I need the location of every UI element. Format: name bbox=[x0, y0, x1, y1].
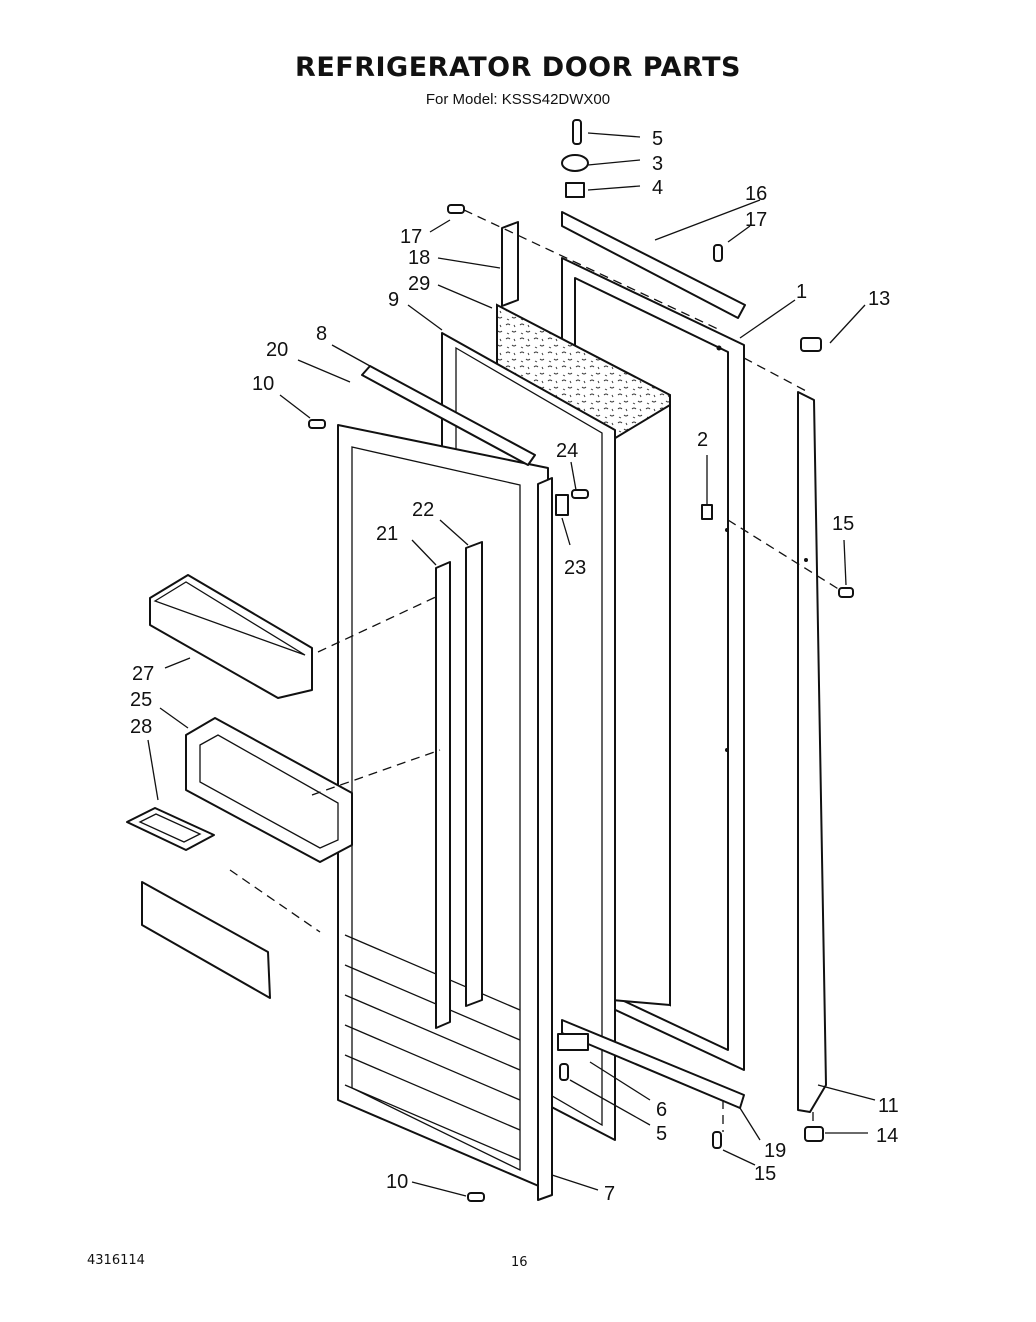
callout-5-top: 5 bbox=[652, 128, 663, 150]
callout-18: 18 bbox=[408, 247, 430, 269]
callout-24: 24 bbox=[556, 440, 578, 462]
callout-22: 22 bbox=[412, 499, 434, 521]
callout-7: 7 bbox=[604, 1183, 615, 1205]
top-bracket-bar-part bbox=[561, 211, 746, 319]
callout-28: 28 bbox=[130, 716, 152, 738]
top-cap-part bbox=[800, 337, 822, 352]
callout-21: 21 bbox=[376, 523, 398, 545]
leader-lines bbox=[147, 132, 876, 1197]
upper-trim-bar-part bbox=[361, 365, 536, 466]
callout-8: 8 bbox=[316, 323, 327, 345]
callout-29: 29 bbox=[408, 273, 430, 295]
callout-16: 16 bbox=[745, 183, 767, 205]
gasket-strip-part bbox=[537, 477, 553, 1201]
vertical-channel-parts bbox=[435, 541, 483, 1029]
callout-10-bottom: 10 bbox=[386, 1171, 408, 1193]
hinge-assembly-part bbox=[561, 119, 589, 198]
hinge-strip-part bbox=[797, 391, 827, 1113]
callout-3: 3 bbox=[652, 153, 663, 175]
bottom-cap-part bbox=[804, 1126, 824, 1142]
small-bracket-part bbox=[555, 494, 569, 516]
callout-19: 19 bbox=[764, 1140, 786, 1162]
callout-2: 2 bbox=[697, 429, 708, 451]
dairy-compartment-part bbox=[185, 717, 353, 863]
alignment-lines bbox=[229, 209, 841, 1132]
callout-9: 9 bbox=[388, 289, 399, 311]
document-number: 4316114 bbox=[87, 1253, 145, 1268]
page-title: REFRIGERATOR DOOR PARTS bbox=[295, 52, 741, 83]
callout-15-bottom: 15 bbox=[754, 1163, 776, 1185]
callout-10-top: 10 bbox=[252, 373, 274, 395]
callout-4: 4 bbox=[652, 177, 663, 199]
callout-14: 14 bbox=[876, 1125, 898, 1147]
compartment-door-part bbox=[141, 881, 271, 999]
callout-15-right: 15 bbox=[832, 513, 854, 535]
clip-2-part bbox=[701, 504, 713, 520]
callout-5-bottom: 5 bbox=[656, 1123, 667, 1145]
vertical-strip-part bbox=[501, 221, 519, 307]
door-bin-part bbox=[149, 574, 313, 699]
screw-parts bbox=[308, 204, 854, 1202]
callout-27: 27 bbox=[132, 663, 154, 685]
bottom-hinge-part bbox=[557, 1033, 589, 1051]
callout-23: 23 bbox=[564, 557, 586, 579]
callout-17-left: 17 bbox=[400, 226, 422, 248]
callout-17-right: 17 bbox=[745, 209, 767, 231]
screw-24-part bbox=[571, 489, 589, 499]
callout-1: 1 bbox=[796, 281, 807, 303]
callout-20: 20 bbox=[266, 339, 288, 361]
callout-13: 13 bbox=[868, 288, 890, 310]
model-subtitle: For Model: KSSS42DWX00 bbox=[425, 91, 611, 108]
callout-6: 6 bbox=[656, 1099, 667, 1121]
callout-11: 11 bbox=[878, 1095, 899, 1117]
page-number: 16 bbox=[511, 1255, 528, 1270]
small-tray-part bbox=[126, 807, 215, 851]
callout-25: 25 bbox=[130, 689, 152, 711]
